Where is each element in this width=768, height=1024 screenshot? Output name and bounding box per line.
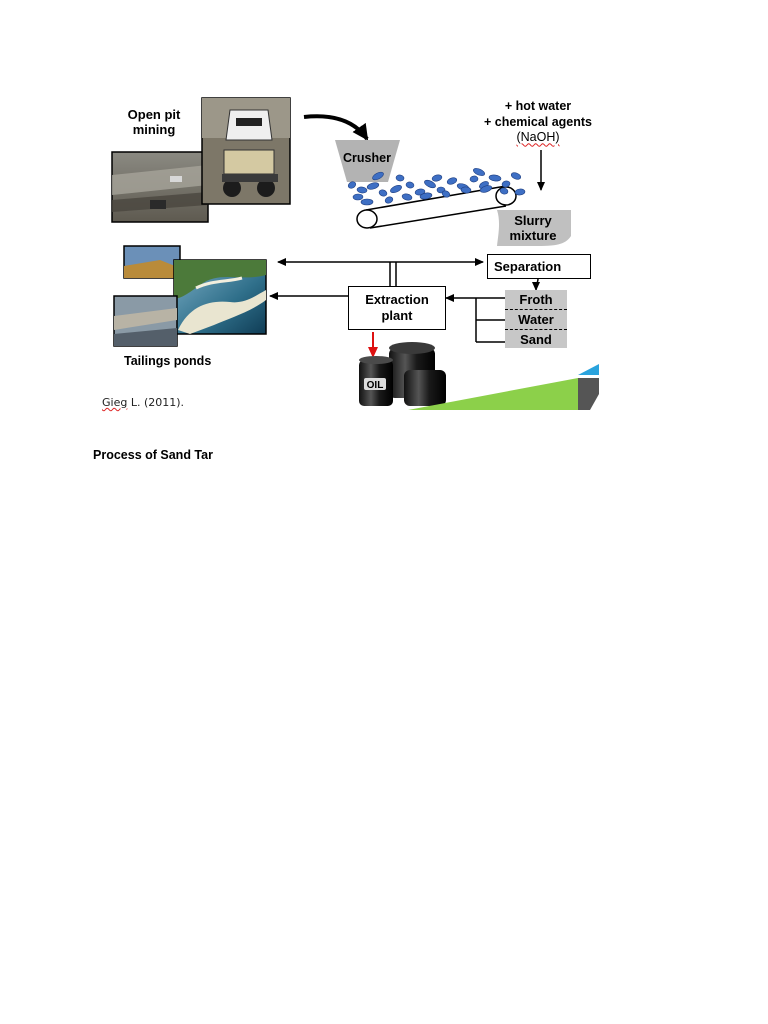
water-layer: Water xyxy=(505,310,567,330)
ore-piece xyxy=(360,198,374,206)
ore-piece xyxy=(390,184,402,194)
ore-piece xyxy=(473,168,485,176)
reagent-hot-water: + hot water xyxy=(504,99,572,113)
slurry-line-2: mixture xyxy=(509,227,557,243)
open-pit-line-1: Open pit xyxy=(127,107,181,122)
tailings-photo-small xyxy=(123,245,181,279)
separation-box: Separation xyxy=(487,254,591,279)
ore-piece xyxy=(347,181,357,189)
froth-layer: Froth xyxy=(505,290,567,310)
ore-piece xyxy=(395,174,405,182)
ore-piece xyxy=(352,193,364,201)
extraction-line-2: plant xyxy=(381,308,413,323)
ore-piece xyxy=(356,186,368,194)
oil-barrels: OIL xyxy=(359,332,446,406)
barrel-label: OIL xyxy=(367,380,384,391)
ore-pieces xyxy=(347,168,526,206)
citation: Gieg L. (2011). xyxy=(102,396,184,409)
slurry-shape xyxy=(497,210,571,246)
ore-piece xyxy=(419,192,433,200)
ore-piece xyxy=(488,174,502,182)
reagent-chemical-agents: + chemical agents xyxy=(483,114,593,129)
slurry-line-1: Slurry xyxy=(514,213,552,228)
ore-piece xyxy=(384,196,394,204)
ore-piece xyxy=(499,187,509,195)
citation-author: Gieg xyxy=(102,396,128,409)
open-pit-line-2: mining xyxy=(132,121,176,137)
ore-piece xyxy=(501,180,511,188)
ore-piece xyxy=(510,172,522,180)
ore-piece xyxy=(424,179,436,189)
mining-photo-truck xyxy=(201,97,291,205)
figure-caption: Process of Sand Tar xyxy=(93,448,213,462)
corner-accent xyxy=(408,364,599,410)
ore-piece xyxy=(372,171,384,181)
reagent-naoh: (NaOH) xyxy=(516,130,560,145)
sand-layer: Sand xyxy=(505,330,567,348)
ore-piece xyxy=(405,181,415,189)
ore-piece xyxy=(378,189,388,197)
ore-piece xyxy=(514,188,526,196)
ore-piece xyxy=(479,185,493,193)
mining-photo-large xyxy=(111,151,209,223)
ore-piece xyxy=(401,193,413,201)
ore-piece xyxy=(441,190,451,198)
slurry-label: Slurry mixture xyxy=(500,213,566,244)
tailings-label: Tailings ponds xyxy=(124,354,212,368)
tailings-photo-aerial xyxy=(173,259,267,335)
arrow-mining-to-crusher xyxy=(303,114,369,141)
open-pit-label: Open pit mining xyxy=(118,107,190,138)
extraction-plant-box: Extraction plant xyxy=(348,286,446,330)
ore-piece xyxy=(460,186,472,194)
ore-piece xyxy=(446,177,458,185)
ore-piece xyxy=(469,175,479,183)
ore-piece xyxy=(431,174,443,182)
extraction-line-1: Extraction xyxy=(365,292,429,308)
reagents-label: + hot water + chemical agents (NaOH) xyxy=(466,99,610,146)
flow-lines xyxy=(269,258,541,343)
citation-rest: L. (2011). xyxy=(127,396,185,409)
crusher-hopper xyxy=(335,140,400,182)
ore-piece xyxy=(366,182,380,190)
crusher-label: Crusher xyxy=(343,151,391,165)
tailings-photo-bottom xyxy=(113,295,178,347)
